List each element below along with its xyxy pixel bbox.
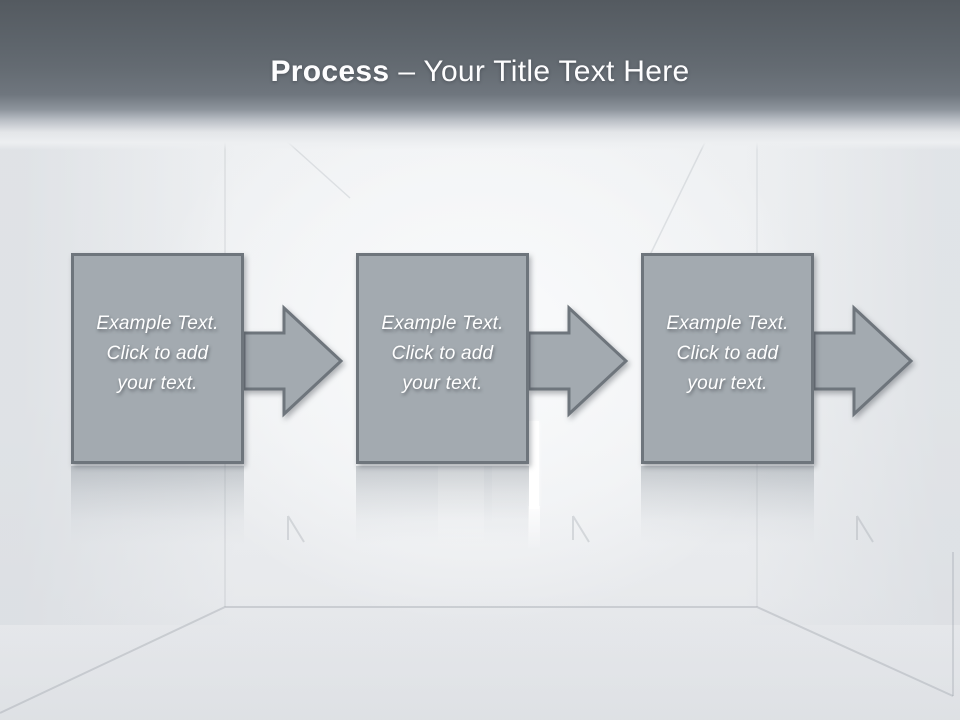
process-step-box-2[interactable]: Example Text. Click to add your text. — [356, 253, 529, 464]
step-text-line: Click to add — [391, 342, 494, 364]
title-emphasis: Process — [270, 55, 390, 88]
window-glow-strip — [529, 421, 539, 509]
title-rest: – Your Title Text Here — [398, 55, 690, 88]
step-text-line: Example Text. — [96, 312, 219, 334]
step-text-line: Click to add — [106, 342, 209, 364]
right-arrow-shape-3 — [812, 304, 914, 418]
right-arrow-shape-2 — [527, 304, 629, 418]
process-step-box-3[interactable]: Example Text. Click to add your text. — [641, 253, 814, 464]
title-bar: Process– Your Title Text Here — [0, 0, 960, 150]
box-reflection — [71, 466, 244, 544]
process-step-box-1[interactable]: Example Text. Click to add your text. — [71, 253, 244, 464]
step-text: Example Text. Click to add your text. — [381, 309, 503, 409]
window-glow-pane — [492, 466, 530, 530]
box-reflection — [356, 466, 529, 544]
step-text-line: your text. — [117, 372, 198, 394]
right-arrow-shape-1 — [242, 304, 344, 418]
step-text-line: Click to add — [676, 342, 779, 364]
step-text-line: Example Text. — [381, 312, 504, 334]
floor-shading — [0, 595, 960, 720]
window-glow-strip-fade — [528, 506, 540, 550]
window-glow-pane — [438, 466, 484, 548]
step-text: Example Text. Click to add your text. — [96, 309, 218, 409]
step-text-line: your text. — [402, 372, 483, 394]
slide-title: Process– Your Title Text Here — [0, 53, 960, 91]
step-text-line: your text. — [687, 372, 768, 394]
step-text-line: Example Text. — [666, 312, 789, 334]
box-reflection — [641, 466, 814, 544]
step-text: Example Text. Click to add your text. — [666, 309, 788, 409]
